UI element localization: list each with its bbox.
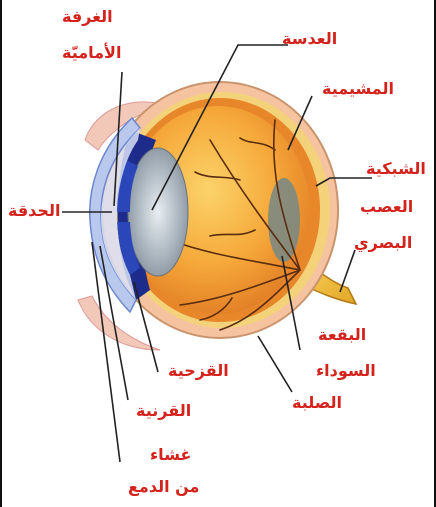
label-retina: الشبكية [366, 160, 426, 178]
leader-optic-nerve [340, 250, 355, 292]
label-pupil: الحدقة [8, 202, 60, 220]
leader-anterior-chamber [114, 72, 122, 206]
leader-retina [316, 178, 372, 186]
leader-choroid [288, 96, 312, 150]
leader-macula [282, 256, 300, 350]
leader-cornea [100, 246, 128, 400]
label-anterior-chamber-2: الأماميّة [62, 44, 121, 62]
leader-lens [152, 45, 288, 210]
label-iris: القزحية [168, 362, 229, 380]
leader-iris [134, 282, 158, 372]
label-sclera: الصلبة [292, 394, 342, 412]
label-tear-film-1: غشاء [150, 446, 191, 464]
label-cornea: القرنية [136, 402, 191, 420]
label-anterior-chamber-1: الغرفة [62, 8, 113, 26]
label-optic-nerve-2: البصري [354, 234, 412, 252]
label-choroid: المشيمية [322, 80, 394, 98]
label-macula-1: البقعة [318, 326, 366, 344]
label-tear-film-2: من الدمع [128, 478, 199, 496]
leader-sclera [258, 336, 292, 392]
label-macula-2: السوداء [316, 362, 376, 380]
label-optic-nerve-1: العصب [360, 198, 413, 216]
label-lens: العدسة [282, 30, 337, 48]
